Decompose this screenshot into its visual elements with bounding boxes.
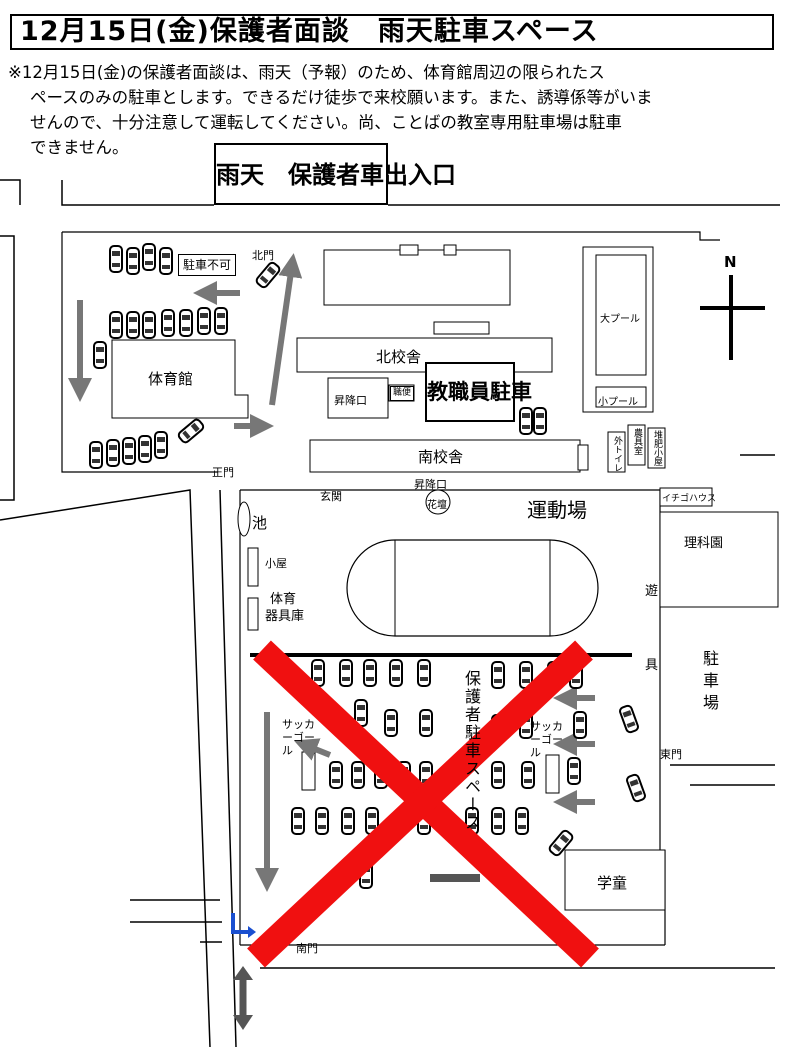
campus-boundary <box>61 231 720 946</box>
flower-bed <box>425 489 451 515</box>
blue-arrow-icon <box>231 913 250 934</box>
notice-line-3: せんので、十分注意して運転してください。尚、ことばの教室専用駐車場は駐車 <box>30 113 622 132</box>
east-gate-label: 東門 <box>660 748 682 761</box>
entrance-double-arrow <box>233 966 253 1030</box>
parents-parking-label: 保護者駐車スペース <box>462 670 481 832</box>
page-title: 12月15日(金)保護者面談 雨天駐車スペース <box>10 14 774 50</box>
equipment-label-1: 体育 <box>270 592 297 607</box>
soccer-goal-right-label: サッカーゴール <box>530 720 563 759</box>
genkan-label: 玄関 <box>320 490 342 503</box>
main-gate-label: 正門 <box>212 466 234 479</box>
notice-line-4: できません。 <box>30 138 129 157</box>
storage-label: 農具室 <box>632 428 642 455</box>
gakudo-label: 学童 <box>597 874 628 892</box>
outdoor-toilet-label: 外トイレ <box>612 436 622 472</box>
shed-label: 小屋 <box>265 557 287 570</box>
south-building-label: 南校舎 <box>418 448 464 466</box>
track <box>346 539 599 637</box>
small-pool-label: 小プール <box>598 397 638 408</box>
kouko-label-2: 昇降口 <box>414 478 447 491</box>
fertilizer-shed-label: 堆肥小屋 <box>652 430 662 466</box>
buildings <box>111 244 779 911</box>
north-building-label: 北校舎 <box>376 348 422 366</box>
traffic-arrows <box>68 253 595 892</box>
staff-parking-label: 教職員駐車 <box>425 362 532 422</box>
parking-lot-label: 駐車場 <box>700 650 719 716</box>
notice-line-1: ※12月15日(金)の保護者面談は、雨天（予報）のため、体育館周辺の限られたス <box>8 63 605 82</box>
ichigo-house-label: イチゴハウス <box>662 494 717 504</box>
notice-line-2: ペースのみの駐車とします。できるだけ徒歩で来校願います。また、誘導係等がいま <box>30 88 653 107</box>
soccer-goal-right <box>545 754 560 794</box>
roads <box>0 179 780 1047</box>
soccer-goal-left-label: サッカーゴール <box>282 718 315 757</box>
compass-icon <box>700 275 765 360</box>
south-gate-label: 南門 <box>296 942 318 955</box>
kouko-label-1: 昇降口 <box>334 394 367 407</box>
playground-label-1: 遊 <box>645 584 659 599</box>
pond-label: 池 <box>252 514 268 532</box>
north-gate-label: 北門 <box>252 249 274 262</box>
field-label: 運動場 <box>527 498 587 522</box>
equipment-label-2: 器具庫 <box>265 609 305 624</box>
big-pool-label: 大プール <box>600 314 640 325</box>
gym-label: 体育館 <box>148 370 194 388</box>
toilet-sign: 職便 <box>390 386 414 401</box>
pond <box>237 501 251 537</box>
flower-bed-label: 花壇 <box>427 500 447 511</box>
prohibited-cross-icon <box>247 640 599 968</box>
notice-text: ※12月15日(金)の保護者面談は、雨天（予報）のため、体育館周辺の限られたス … <box>8 60 794 160</box>
compass-n-label: N <box>724 253 737 271</box>
no-parking-sign: 駐車不可 <box>178 254 236 276</box>
soccer-goal-left <box>301 751 316 791</box>
playground-label-2: 具 <box>645 658 659 673</box>
science-garden-label: 理科園 <box>684 536 724 551</box>
